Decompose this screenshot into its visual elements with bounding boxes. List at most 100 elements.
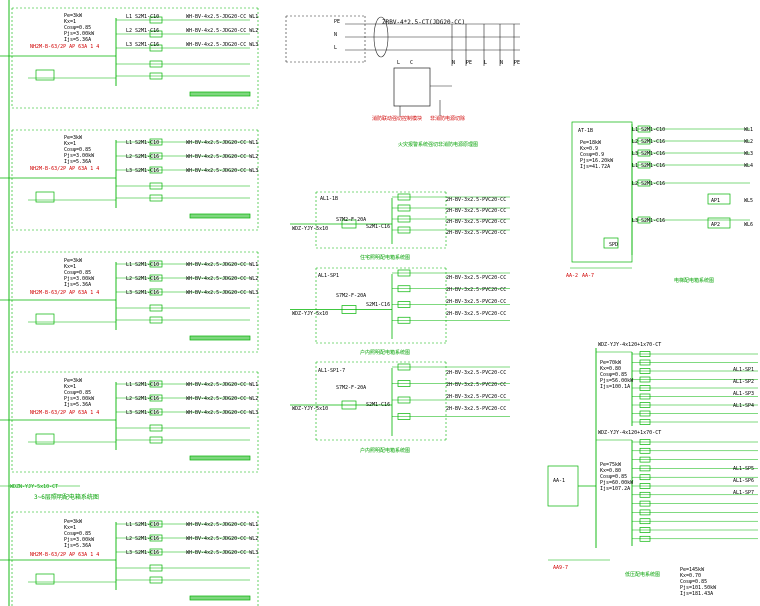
breaker-symbol xyxy=(149,534,163,542)
breaker-symbol xyxy=(639,368,651,374)
breaker-symbol xyxy=(639,483,651,489)
panel-caption: 户内照明配电箱系统图 xyxy=(360,350,411,356)
spare-bar xyxy=(189,455,251,461)
cable-label: WH-BV-4x2.5-JDG20-CC WL1 xyxy=(186,522,259,528)
breaker-symbol xyxy=(149,166,163,174)
breaker-symbol xyxy=(397,215,411,223)
cable-label: WH-BV-4x2.5-JDG20-CC WL1 xyxy=(186,14,259,20)
breaker-symbol xyxy=(639,535,651,542)
breaker-symbol xyxy=(639,509,651,516)
circuit-label: L1 S2M1-C10 xyxy=(126,14,160,20)
param: Ijs=107.2A xyxy=(600,486,631,492)
breaker-symbol xyxy=(637,161,651,169)
outgoing-cable: 2H-BV-3x2.5-PVC20-CC xyxy=(446,299,507,305)
circuit-label: L2 S2M1-C16 xyxy=(126,276,160,282)
circuit-label: L3 S2M1-C16 xyxy=(126,410,160,416)
breaker-symbol xyxy=(149,424,163,432)
device-box xyxy=(707,193,731,205)
param: Kx=0.80 xyxy=(600,468,622,474)
param: Ijs=5.36A xyxy=(64,543,92,549)
param: Pe=18kW xyxy=(580,140,602,146)
cable-label: WH-BV-4x2.5-JDG20-CC WL3 xyxy=(186,42,259,48)
incoming-switch: S7M2-F-20A xyxy=(336,293,367,299)
breaker-symbol xyxy=(639,474,651,481)
param: Ijs=5.36A xyxy=(64,159,92,165)
feeder-label: AL1-SP5 xyxy=(733,466,755,472)
breaker-symbol xyxy=(149,30,163,38)
breaker-symbol xyxy=(637,137,651,145)
breaker-symbol xyxy=(149,380,163,388)
device-box xyxy=(707,217,731,229)
param: Pjs=3.00kW xyxy=(64,31,95,37)
circuit-label: L2 S2M1-C16 xyxy=(126,28,160,34)
param: Pjs=3.00kW xyxy=(64,153,95,159)
summary-param: Kx=0.70 xyxy=(680,573,702,579)
param: Pe=3kW xyxy=(64,258,83,264)
control-module xyxy=(393,67,431,107)
param: Pjs=3.00kW xyxy=(64,396,95,402)
breaker-symbol xyxy=(149,260,163,268)
summary-param: Cosφ=0.85 xyxy=(680,579,708,585)
param: Pe=3kW xyxy=(64,378,83,384)
breaker-symbol xyxy=(397,316,411,324)
breaker-symbol xyxy=(149,564,163,572)
spare-bar xyxy=(189,213,251,219)
breaker-symbol xyxy=(149,16,163,24)
schematic-caption: 火灾报警系统强切非消防电源原理图 xyxy=(398,142,479,148)
circuit-label: L2 S2M1-C16 xyxy=(126,536,160,542)
breaker-symbol xyxy=(639,518,651,525)
param: Ijs=5.36A xyxy=(64,282,92,288)
phase-label-n: N xyxy=(334,32,338,38)
param: Pjs=60.00kW xyxy=(600,480,634,486)
breaker-symbol xyxy=(639,351,651,357)
breaker-symbol xyxy=(639,393,651,400)
main-distribution-box xyxy=(547,465,579,507)
param: Kx=1 xyxy=(64,141,77,147)
param: Kx=0.9 xyxy=(580,146,599,152)
feeder-label: AL1-SP6 xyxy=(733,478,755,484)
breaker-symbol xyxy=(149,304,163,312)
breaker-symbol xyxy=(149,548,163,556)
param: Ijs=100.1A xyxy=(600,384,631,390)
source-label: AL1-SP1-7 xyxy=(318,368,346,374)
incoming-breaker-label: NH2M-B-63/2P AP 63A 1 4 xyxy=(30,44,100,50)
spare-bar xyxy=(189,595,251,601)
cable-label: WH-BV-4x2.5-JDG20-CC WL1 xyxy=(186,140,259,146)
breaker-symbol xyxy=(397,413,411,420)
wl-tag: WL4 xyxy=(744,163,754,169)
breaker-symbol xyxy=(639,385,651,391)
param: Pjs=3.00kW xyxy=(64,537,95,543)
outgoing-cable: 2H-BV-3x2.5-PVC20-CC xyxy=(446,406,507,412)
terminal-letter: N xyxy=(452,60,456,66)
source-label: AL1-1B xyxy=(320,196,339,202)
main-switch xyxy=(341,400,357,410)
ref-label: AA9-7 xyxy=(553,565,569,571)
circuit-label: L2 S2M1-C16 xyxy=(632,181,666,187)
param: Kx=1 xyxy=(64,384,77,390)
circuit-label: L3 S2M1-C16 xyxy=(126,290,160,296)
terminal-letter: N xyxy=(500,60,504,66)
param: Kx=0.80 xyxy=(600,366,622,372)
terminal-letter: L xyxy=(397,60,401,66)
feeder-label: AL1-SP3 xyxy=(733,391,755,397)
incoming-switch: S7M2-F-20A xyxy=(336,217,367,223)
outgoing-cable: 2H-BV-3x2.5-PVC20-CC xyxy=(446,394,507,400)
wl-tag: WL1 xyxy=(744,127,754,133)
outgoing-cable: 2H-BV-3x2.5-PVC20-CC xyxy=(446,287,507,293)
breaker-symbol xyxy=(637,216,651,224)
main-switch xyxy=(341,219,357,229)
bus-label: WDZN-YJY-5x10-CT xyxy=(10,484,59,490)
breaker-symbol xyxy=(149,316,163,324)
section-caption: 3~6层照明配电箱系统图 xyxy=(34,494,99,501)
param: Cosφ=0.9 xyxy=(580,152,605,158)
breaker-symbol xyxy=(397,285,411,293)
param: Pe=3kW xyxy=(64,13,83,19)
phase-label-l: L xyxy=(334,45,338,51)
param: Cosφ=0.85 xyxy=(64,147,92,153)
meter-symbol xyxy=(35,573,55,585)
cable-label: WH-BV-4x2.5-JDG20-CC WL3 xyxy=(186,290,259,296)
param: Pe=3kW xyxy=(64,135,83,141)
summary-param: Ijs=181.43A xyxy=(680,591,714,597)
param: Kx=1 xyxy=(64,525,77,531)
outgoing-cable: 2H-BV-3x2.5-PVC20-CC xyxy=(446,197,507,203)
